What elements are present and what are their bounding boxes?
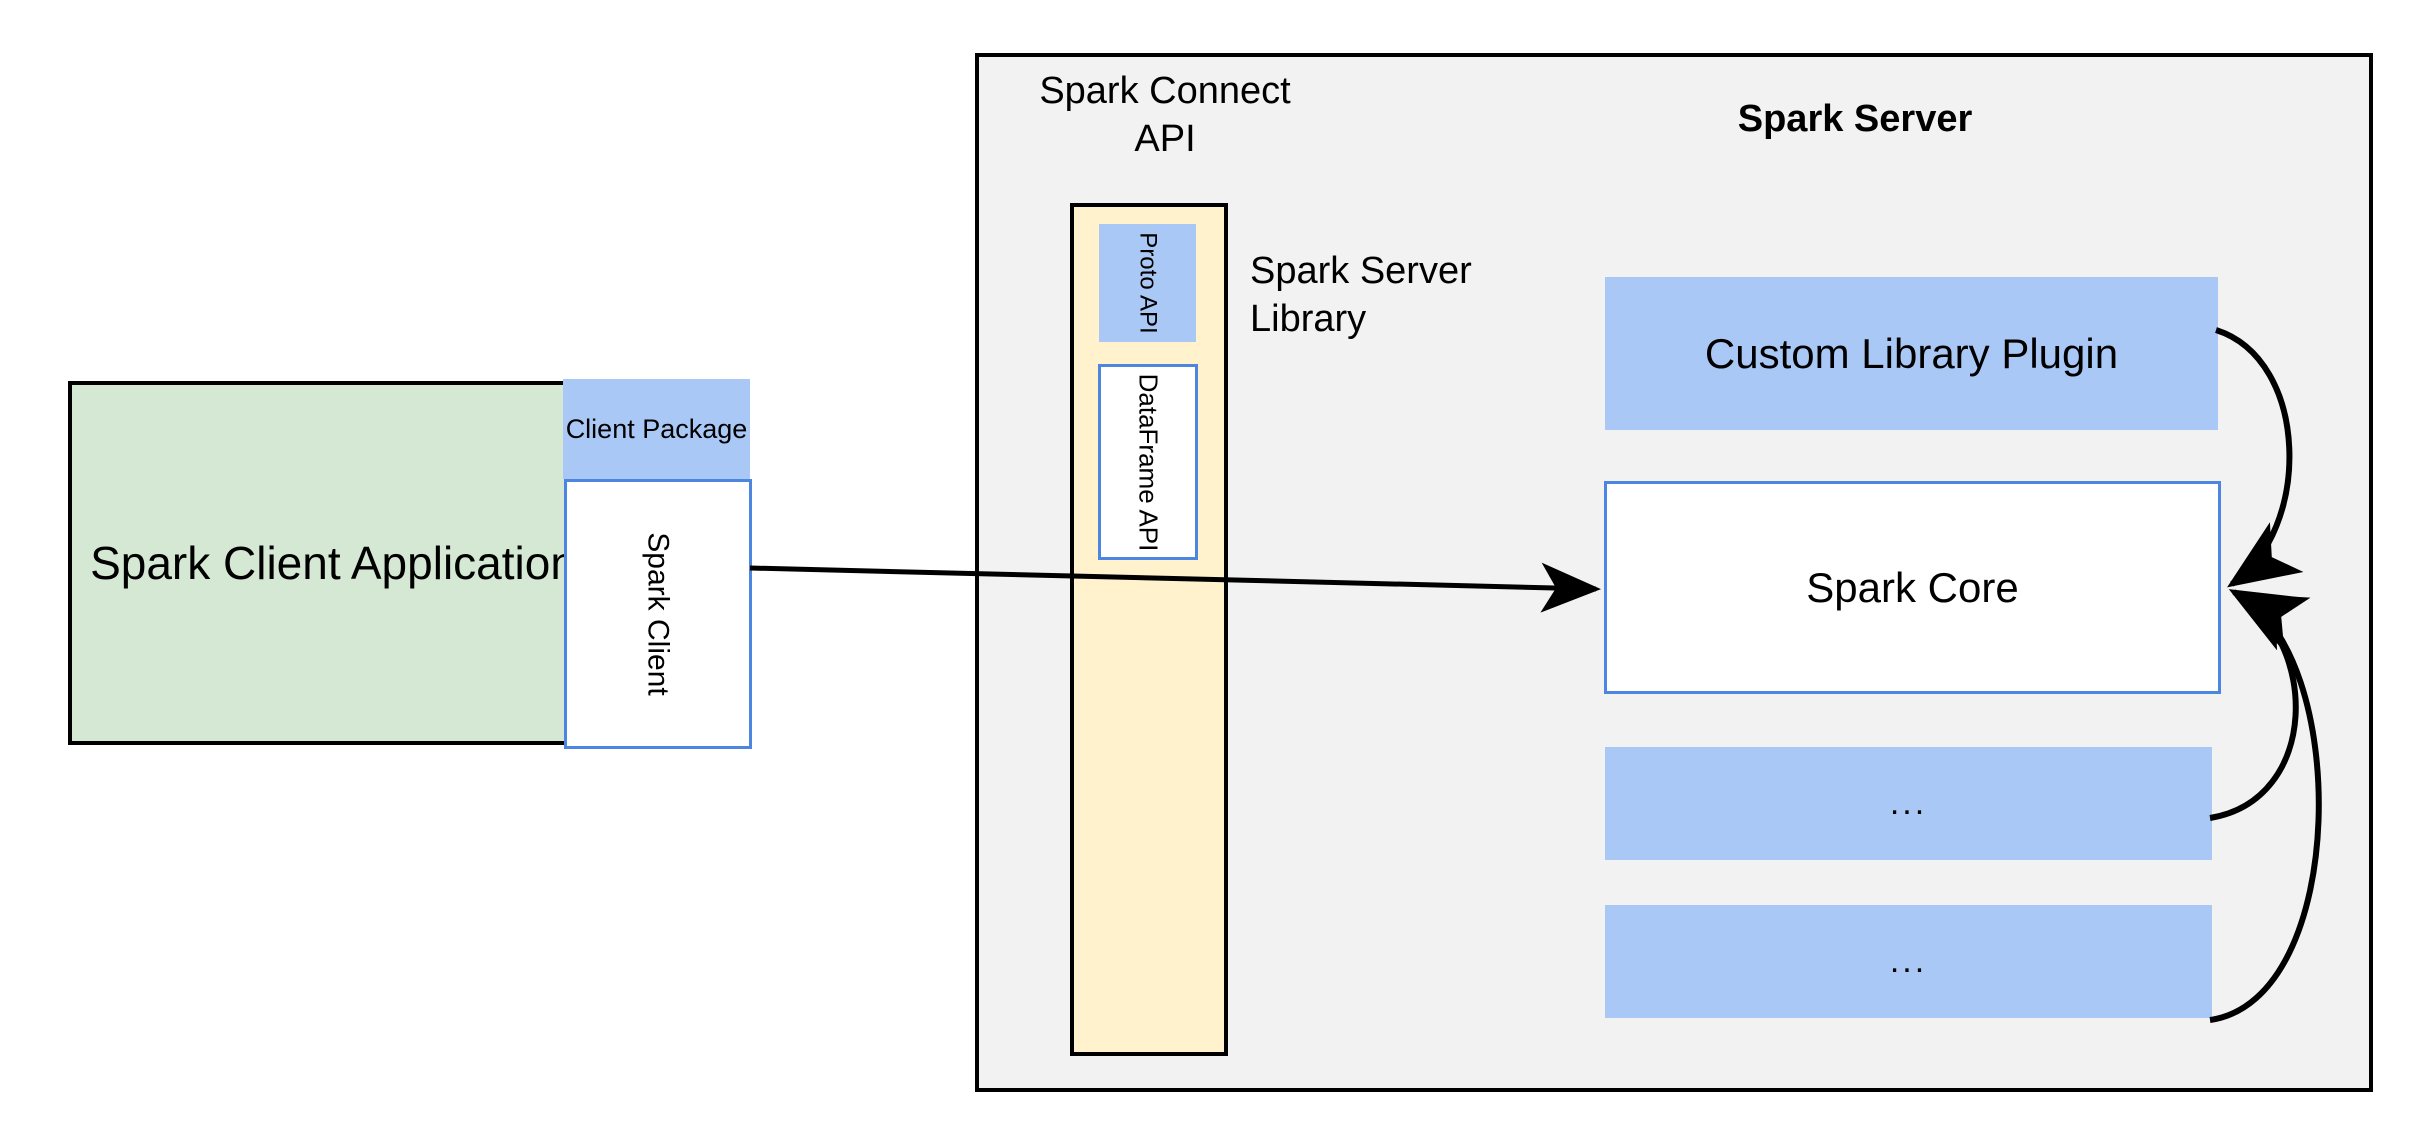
ellipsis-box-2: ...	[1605, 905, 2212, 1018]
dataframe-api-box: DataFrame API	[1098, 364, 1198, 560]
proto-api-label: Proto API	[1134, 232, 1162, 334]
proto-api-box: Proto API	[1099, 224, 1196, 342]
custom-library-plugin-box: Custom Library Plugin	[1605, 277, 2218, 430]
spark-server-library-label: Spark Server Library	[1250, 250, 1472, 340]
spark-client-label: Spark Client	[642, 532, 675, 696]
spark-client-box: Spark Client	[564, 479, 752, 749]
spark-server-title: Spark Server	[1737, 98, 1973, 140]
ellipsis-box-1: ...	[1605, 747, 2212, 860]
spark-client-application-box: Spark Client Application	[68, 381, 598, 745]
spark-core-box: Spark Core	[1604, 481, 2221, 694]
dataframe-api-label: DataFrame API	[1133, 373, 1164, 551]
client-package-box: Client Package	[563, 379, 750, 479]
spark-connect-api-label: Spark Connect API	[1039, 70, 1291, 160]
spark-connect-api-column	[1070, 203, 1228, 1056]
